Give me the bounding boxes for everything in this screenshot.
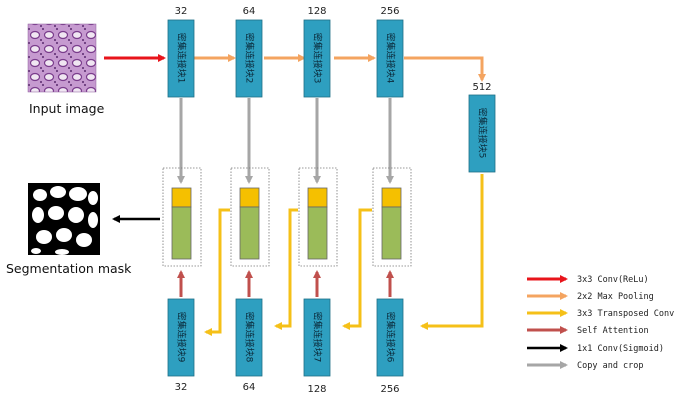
encoder-block-2: 密集连接块2 (235, 19, 263, 98)
output-caption: Segmentation mask (6, 261, 132, 276)
decoder-block-8: 密集连接块8 (235, 298, 263, 377)
encoder-block-4: 密集连接块4 (376, 19, 404, 98)
encoder-block-4-label: 密集连接块4 (385, 33, 397, 84)
encoder-block-3-label: 密集连接块3 (312, 33, 324, 84)
attention-group-4 (372, 167, 412, 267)
bottleneck-block: 密集连接块5 (468, 94, 496, 173)
encoder-channels-2: 64 (243, 6, 256, 17)
encoder-block-1: 密集连接块1 (167, 19, 195, 98)
decoder-block-6: 密集连接块6 (376, 298, 404, 377)
input-caption: Input image (29, 101, 105, 116)
decoder-block-8-label: 密集连接块8 (244, 312, 256, 363)
legend-item-copy-crop: Copy and crop (527, 361, 644, 371)
upconv-arrow-7-8 (274, 208, 298, 330)
svg-text:Self Attention: Self Attention (577, 326, 649, 336)
upconv-arrow-6-7 (342, 208, 372, 330)
bottleneck-block-label: 密集连接块5 (477, 108, 489, 159)
encoder-block-2-label: 密集连接块2 (244, 33, 256, 84)
legend-item-max-pooling: 2x2 Max Pooling (527, 292, 654, 302)
decoder-block-6-label: 密集连接块6 (385, 312, 397, 363)
svg-text:2x2 Max Pooling: 2x2 Max Pooling (577, 292, 654, 302)
svg-text:Copy and crop: Copy and crop (577, 361, 644, 371)
upconv-arrow-8-9 (204, 208, 230, 336)
decoder-channels-8: 64 (243, 382, 256, 393)
attention-group-3 (298, 167, 338, 267)
segmentation-mask-image (28, 183, 100, 255)
decoder-block-9-label: 密集连接块9 (176, 312, 188, 363)
encoder-channels-3: 128 (307, 6, 326, 17)
encoder-channels-4: 256 (380, 6, 399, 17)
attention-group-1 (162, 167, 202, 267)
upconv-arrow-5-6 (420, 174, 484, 330)
svg-text:3x3 Transposed Conv: 3x3 Transposed Conv (577, 309, 674, 319)
pool-arrow-4-5 (404, 56, 486, 82)
decoder-block-7-label: 密集连接块7 (312, 312, 324, 363)
legend-item-transposed-conv: 3x3 Transposed Conv (527, 309, 674, 319)
svg-text:3x3 Conv(ReLu): 3x3 Conv(ReLu) (577, 275, 649, 285)
encoder-block-1-label: 密集连接块1 (176, 33, 188, 84)
decoder-channels-9: 32 (175, 382, 188, 393)
decoder-block-9: 密集连接块9 (167, 298, 195, 377)
encoder-channels-1: 32 (175, 6, 188, 17)
legend: 3x3 Conv(ReLu) 2x2 Max Pooling 3x3 Trans… (527, 275, 674, 371)
bottleneck-channels: 512 (472, 82, 491, 93)
decoder-channels-6: 256 (380, 384, 399, 395)
input-image (27, 23, 97, 93)
encoder-block-3: 密集连接块3 (303, 19, 331, 98)
decoder-block-7: 密集连接块7 (303, 298, 331, 377)
attention-group-2 (230, 167, 270, 267)
legend-item-self-attention: Self Attention (527, 326, 649, 336)
legend-item-conv: 3x3 Conv(ReLu) (527, 275, 649, 285)
legend-item-sigmoid: 1x1 Conv(Sigmoid) (527, 344, 664, 354)
svg-text:1x1 Conv(Sigmoid): 1x1 Conv(Sigmoid) (577, 344, 664, 354)
decoder-channels-7: 128 (307, 384, 326, 395)
